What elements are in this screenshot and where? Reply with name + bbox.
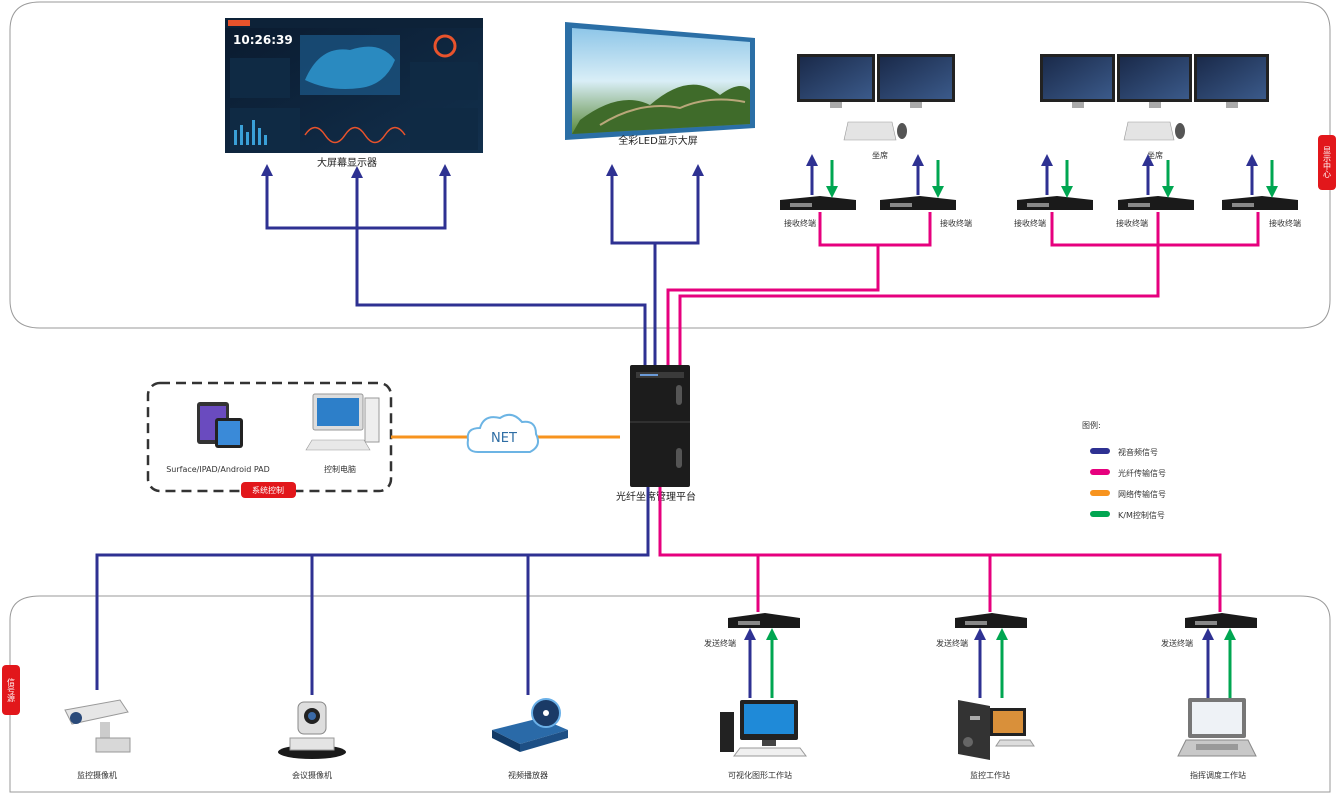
receiver-2-label: 接收终端 (940, 218, 972, 228)
command-workstation-icon (1177, 698, 1257, 757)
video-player-icon (492, 698, 568, 752)
conference-camera-icon (278, 701, 346, 759)
net-label: NET (491, 431, 517, 446)
receiver-3-label: 接收终端 (1014, 218, 1046, 228)
legend-item-km (1090, 511, 1110, 517)
display-area-tag (1318, 135, 1336, 190)
matrix-label: 光纤坐席管理平台 (616, 490, 696, 503)
source-area-tag-text: 信号源 (7, 677, 16, 703)
matrix-chassis (630, 365, 690, 487)
device-2-label: 会议摄像机 (292, 770, 332, 780)
seat1-label: 坐席 (872, 150, 888, 160)
sender-2-label: 发送终端 (936, 638, 968, 648)
big-screen-monitor: 10:26:39 (225, 18, 483, 153)
legend-item-km-label: K/M控制信号 (1118, 510, 1165, 520)
dashboard-clock: 10:26:39 (233, 33, 293, 47)
av-signal-lines-source (95, 487, 650, 695)
control-pc-icon (305, 393, 380, 451)
receiver-5 (1222, 196, 1298, 210)
led-wall (565, 22, 755, 140)
seat2-label: 坐席 (1147, 150, 1163, 160)
device-3-label: 视频播放器 (508, 770, 548, 780)
receiver-4 (1118, 196, 1194, 210)
device-6-label: 指挥调度工作站 (1190, 770, 1246, 780)
seat1-monitors (797, 54, 955, 108)
seat-km-arrows (806, 154, 1278, 198)
sender-2 (955, 613, 1027, 628)
control-pc-label: 控制电脑 (324, 464, 356, 474)
control-area-tag-text: 系统控制 (252, 485, 284, 495)
sender-3 (1185, 613, 1257, 628)
device-1-label: 监控摄像机 (77, 770, 117, 780)
fiber-lines-display (666, 212, 1260, 365)
device-4-label: 可视化图形工作站 (728, 770, 792, 780)
legend-title: 图例: (1082, 420, 1101, 430)
legend-item-network-label: 网络传输信号 (1118, 489, 1166, 499)
legend-item-network (1090, 490, 1110, 496)
receiver-1-label: 接收终端 (784, 218, 816, 228)
display-area-tag-text: 显示中心 (1323, 146, 1332, 178)
receiver-3 (1017, 196, 1093, 210)
receiver-5-label: 接收终端 (1269, 218, 1301, 228)
led-wall-label: 全彩LED显示大屏 (618, 134, 698, 147)
sender-3-label: 发送终端 (1161, 638, 1193, 648)
big-screen-label: 大屏幕显示器 (317, 156, 377, 169)
control-area-tag (241, 482, 296, 498)
receiver-2 (880, 196, 956, 210)
fiber-lines-source (658, 487, 1222, 612)
seat2-keyboard-mouse (1123, 121, 1185, 141)
legend-item-fiber-label: 光纤传输信号 (1118, 468, 1166, 478)
legend-item-av-label: 视音频信号 (1118, 447, 1158, 457)
legend-item-av (1090, 448, 1110, 454)
seat1-keyboard-mouse (843, 121, 907, 141)
sender-1 (728, 613, 800, 628)
graphics-workstation-icon (720, 700, 807, 757)
source-area-tag (2, 665, 20, 715)
sender-1-label: 发送终端 (704, 638, 736, 648)
source-area-panel (9, 595, 1331, 793)
tablet-label: Surface/IPAD/Android PAD (166, 465, 270, 474)
monitoring-workstation-icon (958, 700, 1035, 760)
receiver-1 (780, 196, 856, 210)
receiver-4-label: 接收终端 (1116, 218, 1148, 228)
net-cloud-icon (466, 413, 539, 453)
legend-item-fiber (1090, 469, 1110, 475)
seat2-monitors (1040, 54, 1269, 108)
display-area-panel (9, 1, 1331, 329)
source-km-arrows (744, 628, 1236, 698)
tablet-icon (197, 402, 243, 448)
device-5-label: 监控工作站 (970, 770, 1010, 780)
av-signal-lines-display (261, 164, 704, 365)
surveillance-camera-icon (64, 699, 131, 753)
